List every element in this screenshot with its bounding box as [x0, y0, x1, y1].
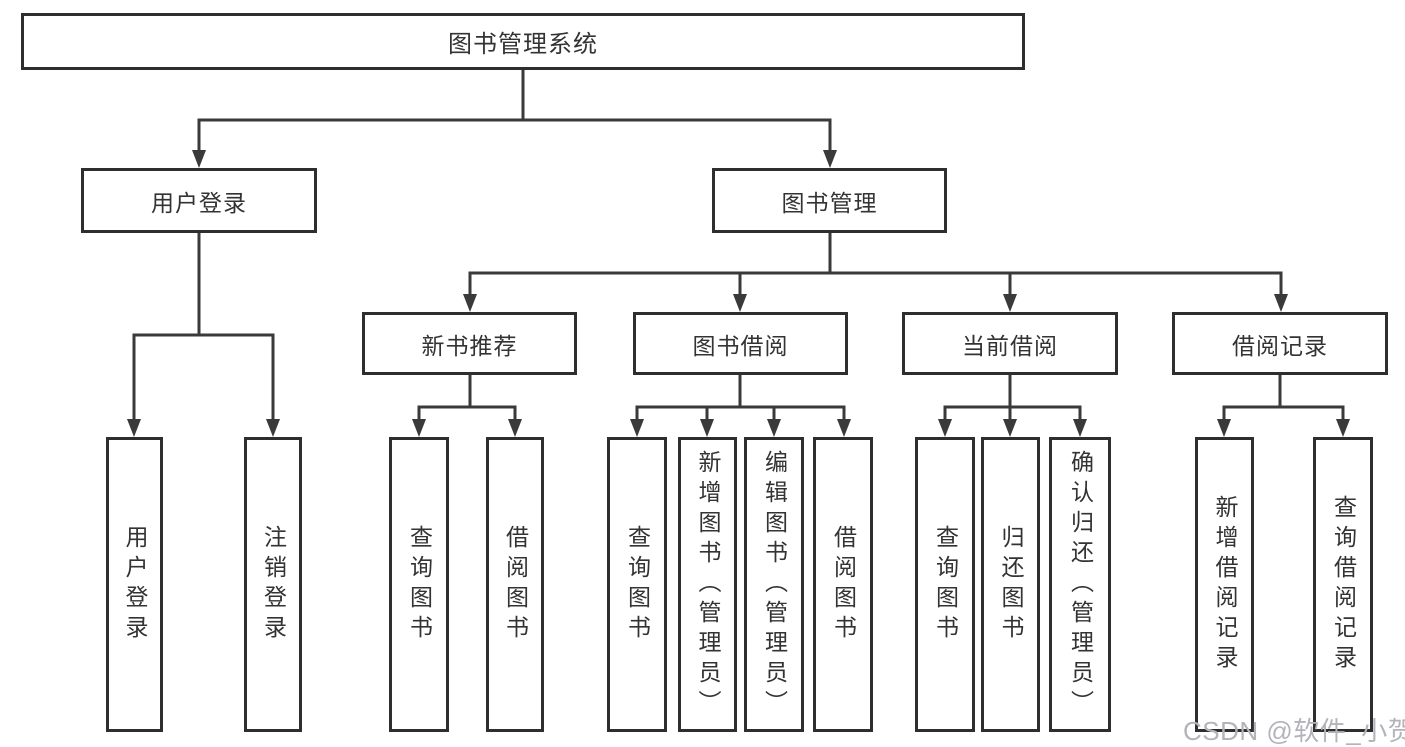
leaf-label: 用户登录 [122, 524, 148, 645]
leaf-label: 新增借阅记录 [1212, 494, 1238, 675]
csdn-watermark: CSDN @软件_小贺同学 [1183, 716, 1405, 746]
leaf-return-books: 归还图书 [981, 437, 1040, 732]
node-book-management: 图书管理 [712, 168, 947, 233]
leaf-logout: 注销登录 [244, 437, 302, 732]
leaf-label: 借阅图书 [830, 524, 857, 645]
node-current-borrowing: 当前借阅 [902, 312, 1118, 375]
leaf-label: 查询图书 [406, 524, 433, 645]
leaf-query-books-1: 查询图书 [389, 437, 449, 732]
leaf-borrow-books-1: 借阅图书 [486, 437, 544, 732]
node-book-borrowing: 图书借阅 [633, 312, 848, 375]
leaf-borrow-books-2: 借阅图书 [813, 437, 873, 732]
leaf-label: 确认归还（管理员） [1067, 449, 1094, 720]
leaf-add-books-admin: 新增图书（管理员） [678, 437, 737, 732]
node-new-book-recommend: 新书推荐 [362, 312, 577, 375]
leaf-label: 归还图书 [998, 524, 1024, 645]
leaf-query-books-2: 查询图书 [607, 437, 667, 732]
node-borrow-records: 借阅记录 [1172, 312, 1388, 375]
leaf-label: 查询图书 [932, 524, 959, 645]
leaf-label: 新增图书（管理员） [695, 449, 721, 720]
leaf-label: 编辑图书（管理员） [761, 449, 788, 720]
leaf-query-borrow-record: 查询借阅记录 [1313, 437, 1373, 732]
node-library-management-system: 图书管理系统 [21, 13, 1025, 70]
leaf-query-books-3: 查询图书 [915, 437, 975, 732]
leaf-label: 注销登录 [260, 524, 287, 645]
leaf-label: 借阅图书 [502, 524, 529, 645]
leaf-label: 查询图书 [624, 524, 651, 645]
leaf-edit-books-admin: 编辑图书（管理员） [744, 437, 804, 732]
node-user-login: 用户登录 [81, 168, 317, 233]
leaf-confirm-return-admin: 确认归还（管理员） [1049, 437, 1111, 732]
leaf-add-borrow-record: 新增借阅记录 [1195, 437, 1254, 732]
leaf-label: 查询借阅记录 [1330, 494, 1357, 675]
leaf-user-login: 用户登录 [106, 437, 163, 732]
